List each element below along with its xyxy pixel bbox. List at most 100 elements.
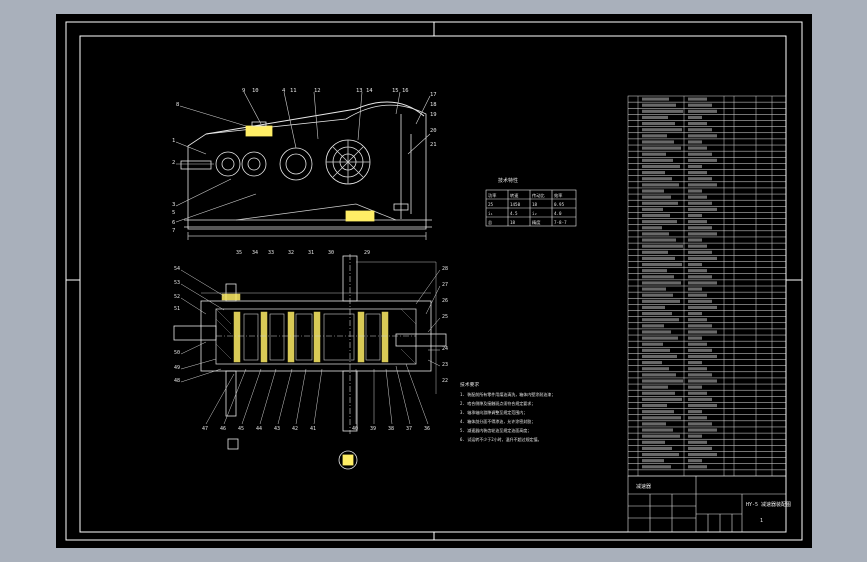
parts-row-text-mark: [688, 201, 712, 205]
parts-row-text-mark: [688, 416, 707, 420]
callout-35: 35: [236, 250, 242, 256]
callout-12: 12: [314, 88, 321, 94]
parts-row-text-mark: [688, 250, 712, 254]
cad-viewport[interactable]: 8 9 10 4 11 12 13 14 15 16 17 18 19 20 2…: [56, 14, 812, 548]
parts-row-text-mark: [688, 97, 707, 101]
callout-7: 7: [172, 228, 175, 234]
parts-row-text-mark: [642, 440, 665, 444]
parts-row-text-mark: [642, 391, 675, 395]
callout-43: 43: [274, 426, 280, 432]
parts-row-text-mark: [688, 305, 717, 310]
parts-row-text-mark: [688, 213, 702, 218]
callout-33: 33: [268, 250, 274, 256]
parts-row-text-mark: [688, 379, 717, 383]
callout-4: 4: [282, 88, 286, 94]
parts-row-text-mark: [688, 158, 717, 162]
callout-10: 10: [252, 88, 259, 94]
callout-11: 11: [290, 88, 297, 94]
parts-row-text-mark: [688, 299, 712, 303]
callout-32: 32: [288, 250, 294, 256]
parts-row-text-mark: [688, 324, 712, 328]
parts-row-text-mark: [642, 177, 672, 181]
assembly-drawing: 8 9 10 4 11 12 13 14 15 16 17 18 19 20 2…: [65, 21, 803, 541]
callout-31: 31: [308, 250, 314, 256]
tech-requirements-title: 技术要求: [460, 381, 479, 388]
parts-row-text-mark: [688, 171, 707, 175]
callout-36: 36: [424, 426, 430, 432]
parts-row-text-mark: [688, 373, 712, 377]
parts-row-text-mark: [642, 128, 682, 132]
callout-52: 52: [174, 294, 180, 300]
parts-row-text-mark: [688, 134, 717, 138]
parts-row-text-mark: [688, 391, 707, 395]
spec-table: 技术特性 功率 转速 传动比 效率 25 1450 18 0.95 i₁ 4.5…: [485, 177, 577, 227]
parts-row-text-mark: [688, 336, 702, 340]
parts-row-text-mark: [642, 422, 666, 426]
spec-cell-0-3: 效率: [554, 192, 562, 199]
callout-47: 47: [202, 426, 208, 432]
parts-row-text-mark: [688, 146, 707, 150]
callout-30: 30: [328, 250, 334, 256]
spec-table-title: 技术特性: [498, 177, 518, 184]
parts-row-text-mark: [688, 115, 702, 120]
parts-list-table: [627, 95, 787, 477]
parts-row-text-mark: [688, 312, 702, 316]
callout-22: 22: [442, 378, 448, 384]
spec-cell-1-0: 25: [488, 202, 494, 207]
callout-20: 20: [430, 128, 437, 134]
tech-req-2: 2. 啮合侧隙及接触斑点须符合规定要求；: [460, 400, 535, 406]
parts-row-text-mark: [642, 354, 677, 359]
callout-42: 42: [292, 426, 298, 432]
parts-row-text-mark: [642, 403, 667, 408]
callout-54: 54: [174, 266, 180, 272]
callout-25: 25: [442, 314, 448, 320]
callout-27: 27: [442, 282, 448, 288]
callout-14: 14: [366, 88, 373, 94]
parts-row-text-mark: [642, 152, 666, 156]
spec-cell-0-0: 功率: [488, 192, 496, 199]
callout-50: 50: [174, 350, 180, 356]
parts-row-text-mark: [688, 103, 712, 107]
parts-row-text-mark: [642, 262, 682, 267]
parts-row-text-mark: [688, 232, 717, 236]
parts-row-text-mark: [642, 171, 665, 175]
callout-8: 8: [176, 102, 179, 108]
callout-53: 53: [174, 280, 180, 286]
spec-cell-3-1: 18: [510, 220, 516, 225]
parts-row-text-mark: [688, 354, 717, 359]
title-block-project: HY-5 减速器装配图: [746, 501, 791, 508]
spec-cell-2-0: i₁: [488, 211, 493, 216]
parts-row-text-mark: [688, 465, 707, 469]
parts-row-text-mark: [642, 232, 669, 236]
parts-row-text-mark: [688, 440, 707, 444]
parts-row-text-mark: [642, 318, 679, 322]
parts-row-text-mark: [688, 269, 707, 273]
parts-row-text-mark: [642, 109, 683, 113]
parts-list-rows: [628, 97, 786, 471]
parts-row-text-mark: [642, 269, 667, 273]
callout-40: 40: [352, 426, 358, 432]
parts-row-text-mark: [642, 134, 667, 138]
parts-row-text-mark: [688, 220, 707, 224]
callout-29: 29: [364, 250, 370, 256]
spec-cell-3-0: 总: [488, 219, 492, 225]
parts-row-text-mark: [642, 244, 683, 248]
parts-row-text-mark: [642, 379, 683, 383]
parts-row-text-mark: [688, 293, 707, 297]
callout-3: 3: [172, 202, 175, 208]
parts-row-text-mark: [642, 330, 671, 334]
parts-row-text-mark: [688, 207, 717, 211]
parts-row-text-mark: [688, 244, 707, 248]
callout-37: 37: [406, 426, 412, 432]
title-block-sheet: 1: [760, 518, 763, 524]
parts-row-text-mark: [642, 226, 662, 230]
parts-row-text-mark: [642, 324, 664, 328]
parts-row-text-mark: [688, 422, 712, 426]
spec-cell-1-2: 18: [532, 202, 538, 207]
parts-row-text-mark: [642, 213, 670, 218]
callout-48: 48: [174, 378, 180, 384]
parts-row-text-mark: [642, 305, 665, 310]
parts-row-text-mark: [642, 336, 678, 340]
parts-row-text-mark: [642, 410, 674, 414]
spec-cell-2-3: 4.0: [554, 211, 562, 216]
